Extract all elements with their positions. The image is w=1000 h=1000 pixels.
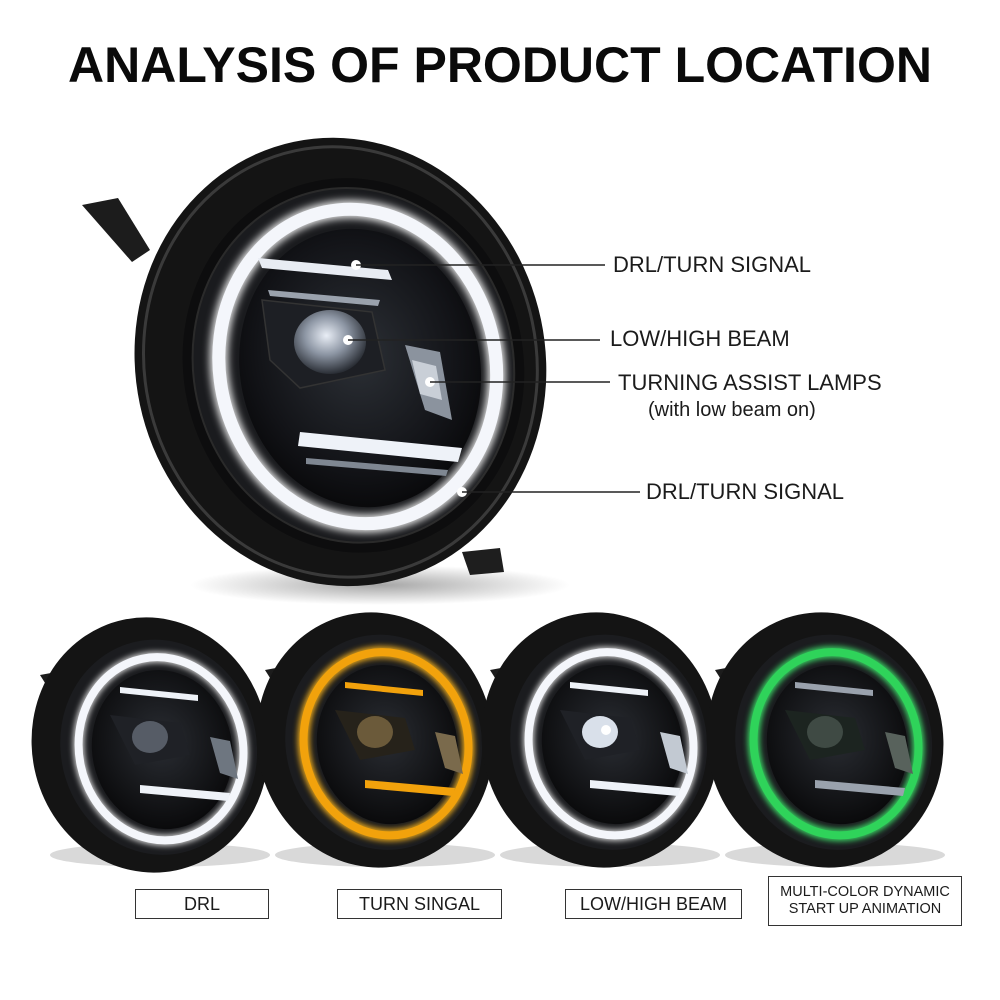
mode-label-beam: LOW/HIGH BEAM (565, 889, 742, 919)
page-title: ANALYSIS OF PRODUCT LOCATION (68, 37, 932, 93)
mode-label-multicolor: MULTI-COLOR DYNAMIC START UP ANIMATION (768, 876, 962, 926)
mode-label-line1: LOW/HIGH BEAM (579, 893, 727, 914)
mode-label-turn: TURN SINGAL (337, 889, 502, 919)
mode-label-line1: TURN SINGAL (358, 893, 481, 914)
mode-label-line2: START UP ANIMATION (788, 901, 942, 917)
mode-label-line1: MULTI-COLOR DYNAMIC (780, 884, 950, 901)
callout-turning-assist-sub: (with low beam on) (648, 399, 816, 421)
callout-drl-turn-top: DRL/TURN SIGNAL (613, 252, 812, 277)
callout-drl-turn-bottom: DRL/TURN SIGNAL (646, 479, 845, 504)
mode-label-drl: DRL (135, 889, 269, 919)
callout-low-high-beam: LOW/HIGH BEAM (610, 326, 790, 351)
mode-label-line1: DRL (183, 893, 220, 914)
callout-turning-assist: TURNING ASSIST LAMPS (618, 370, 882, 395)
